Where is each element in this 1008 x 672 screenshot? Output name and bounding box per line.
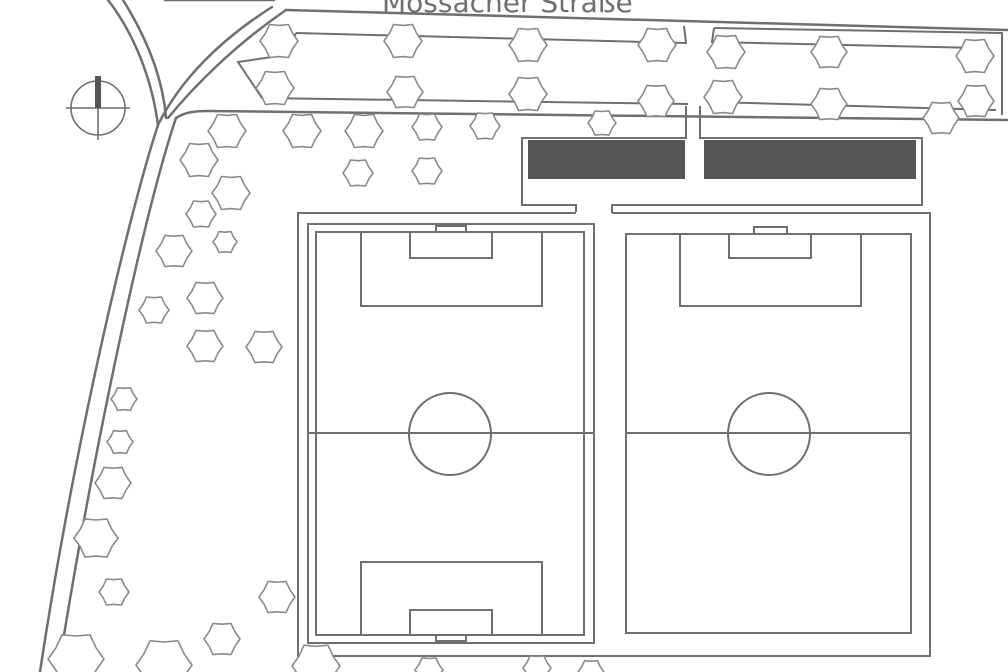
tree-icon (212, 230, 238, 254)
tree-icon (186, 329, 224, 363)
tree-icon (703, 79, 743, 115)
tree-icon (94, 466, 132, 500)
tree-icon (211, 175, 251, 211)
tree-group (47, 23, 995, 672)
tree-icon (955, 38, 995, 74)
tree-icon (508, 76, 548, 112)
tree-icon (203, 622, 241, 656)
tree-icon (245, 330, 283, 364)
tree-icon (259, 23, 299, 59)
tree-icon (810, 35, 848, 69)
clubhouse-area (521, 106, 923, 213)
sports-complex-boundary (297, 212, 931, 657)
clubhouse-building-east (704, 140, 916, 179)
tree-icon (386, 75, 424, 109)
tree-icon (135, 640, 193, 672)
tree-icon (577, 659, 605, 672)
tree-icon (342, 159, 374, 187)
clubhouse-building-west (528, 140, 685, 179)
tree-icon (106, 429, 134, 455)
tree-icon (922, 101, 960, 135)
tree-icon (47, 634, 105, 672)
tree-icon (207, 113, 247, 149)
tree-icon (258, 580, 296, 614)
tree-icon (73, 518, 119, 558)
tree-icon (508, 27, 548, 63)
tree-icon (138, 296, 170, 324)
tree-icon (957, 84, 995, 118)
tree-icon (637, 27, 677, 63)
tree-icon (706, 34, 746, 70)
tree-icon (110, 386, 138, 412)
tree-icon (179, 142, 219, 178)
tree-icon (414, 657, 444, 672)
tree-icon (185, 200, 217, 228)
tree-icon (810, 87, 848, 121)
tree-icon (411, 157, 443, 185)
north-arrow-icon (66, 76, 130, 140)
tree-icon (282, 113, 322, 149)
tree-icon (383, 23, 423, 59)
pitch-west (307, 223, 595, 644)
tree-icon (186, 281, 224, 315)
road-network (38, 0, 1008, 672)
tree-icon (255, 70, 295, 106)
tree-icon (344, 113, 384, 149)
tree-icon (411, 113, 443, 141)
tree-icon (98, 578, 130, 606)
tree-icon (291, 644, 341, 672)
tree-icon (587, 110, 617, 136)
tree-icon (637, 84, 675, 118)
tree-icon (155, 234, 193, 268)
pitch-east (625, 226, 912, 634)
tree-icon (522, 655, 552, 672)
tree-icon (469, 112, 501, 140)
